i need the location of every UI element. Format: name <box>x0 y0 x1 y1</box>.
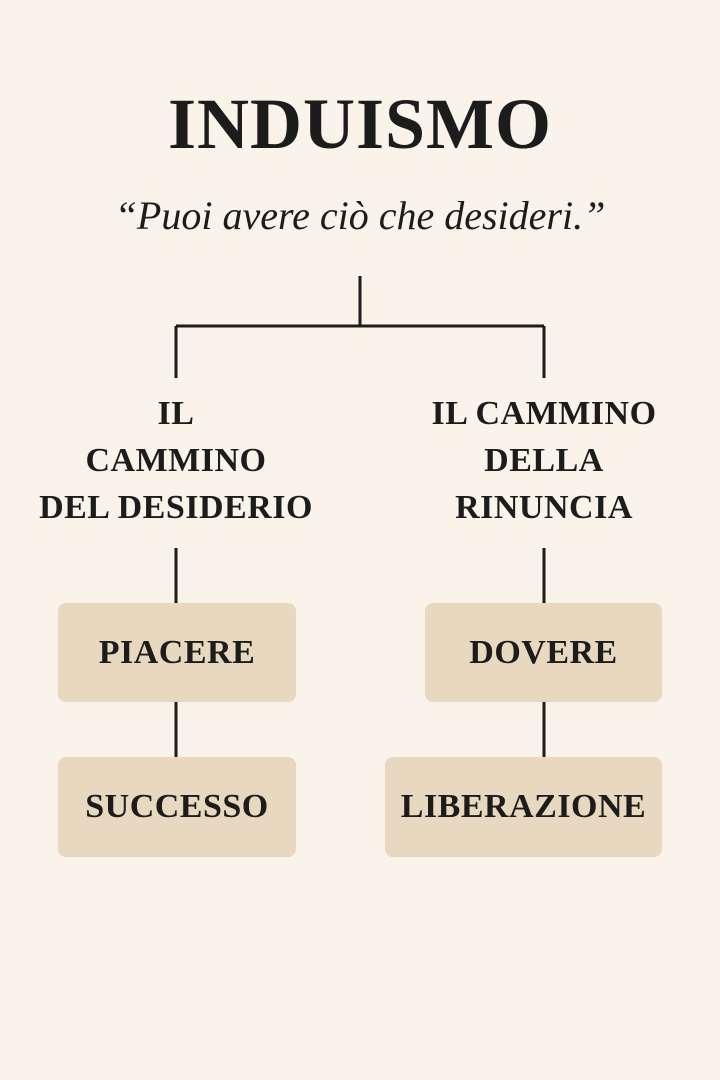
branch-label-line: DEL DESIDERIO <box>39 489 313 526</box>
branch-label-line: IL CAMMINO <box>431 395 657 432</box>
node-piacere: PIACERE <box>58 603 296 702</box>
branch-label-line: CAMMINO <box>85 442 267 479</box>
diagram-subtitle: “Puoi avere ciò che desideri.” <box>114 193 606 238</box>
branch-label-line: RINUNCIA <box>455 489 633 526</box>
node-liberazione: LIBERAZIONE <box>385 757 662 857</box>
branch-label-line: DELLA <box>484 442 604 479</box>
branch-label-desiderio: IL CAMMINO DEL DESIDERIO <box>16 390 336 531</box>
branch-label-rinuncia: IL CAMMINO DELLA RINUNCIA <box>384 390 704 531</box>
node-successo: SUCCESSO <box>58 757 296 857</box>
node-dovere: DOVERE <box>425 603 662 702</box>
diagram-title: INDUISMO <box>167 84 553 164</box>
branch-label-line: IL <box>157 395 195 432</box>
